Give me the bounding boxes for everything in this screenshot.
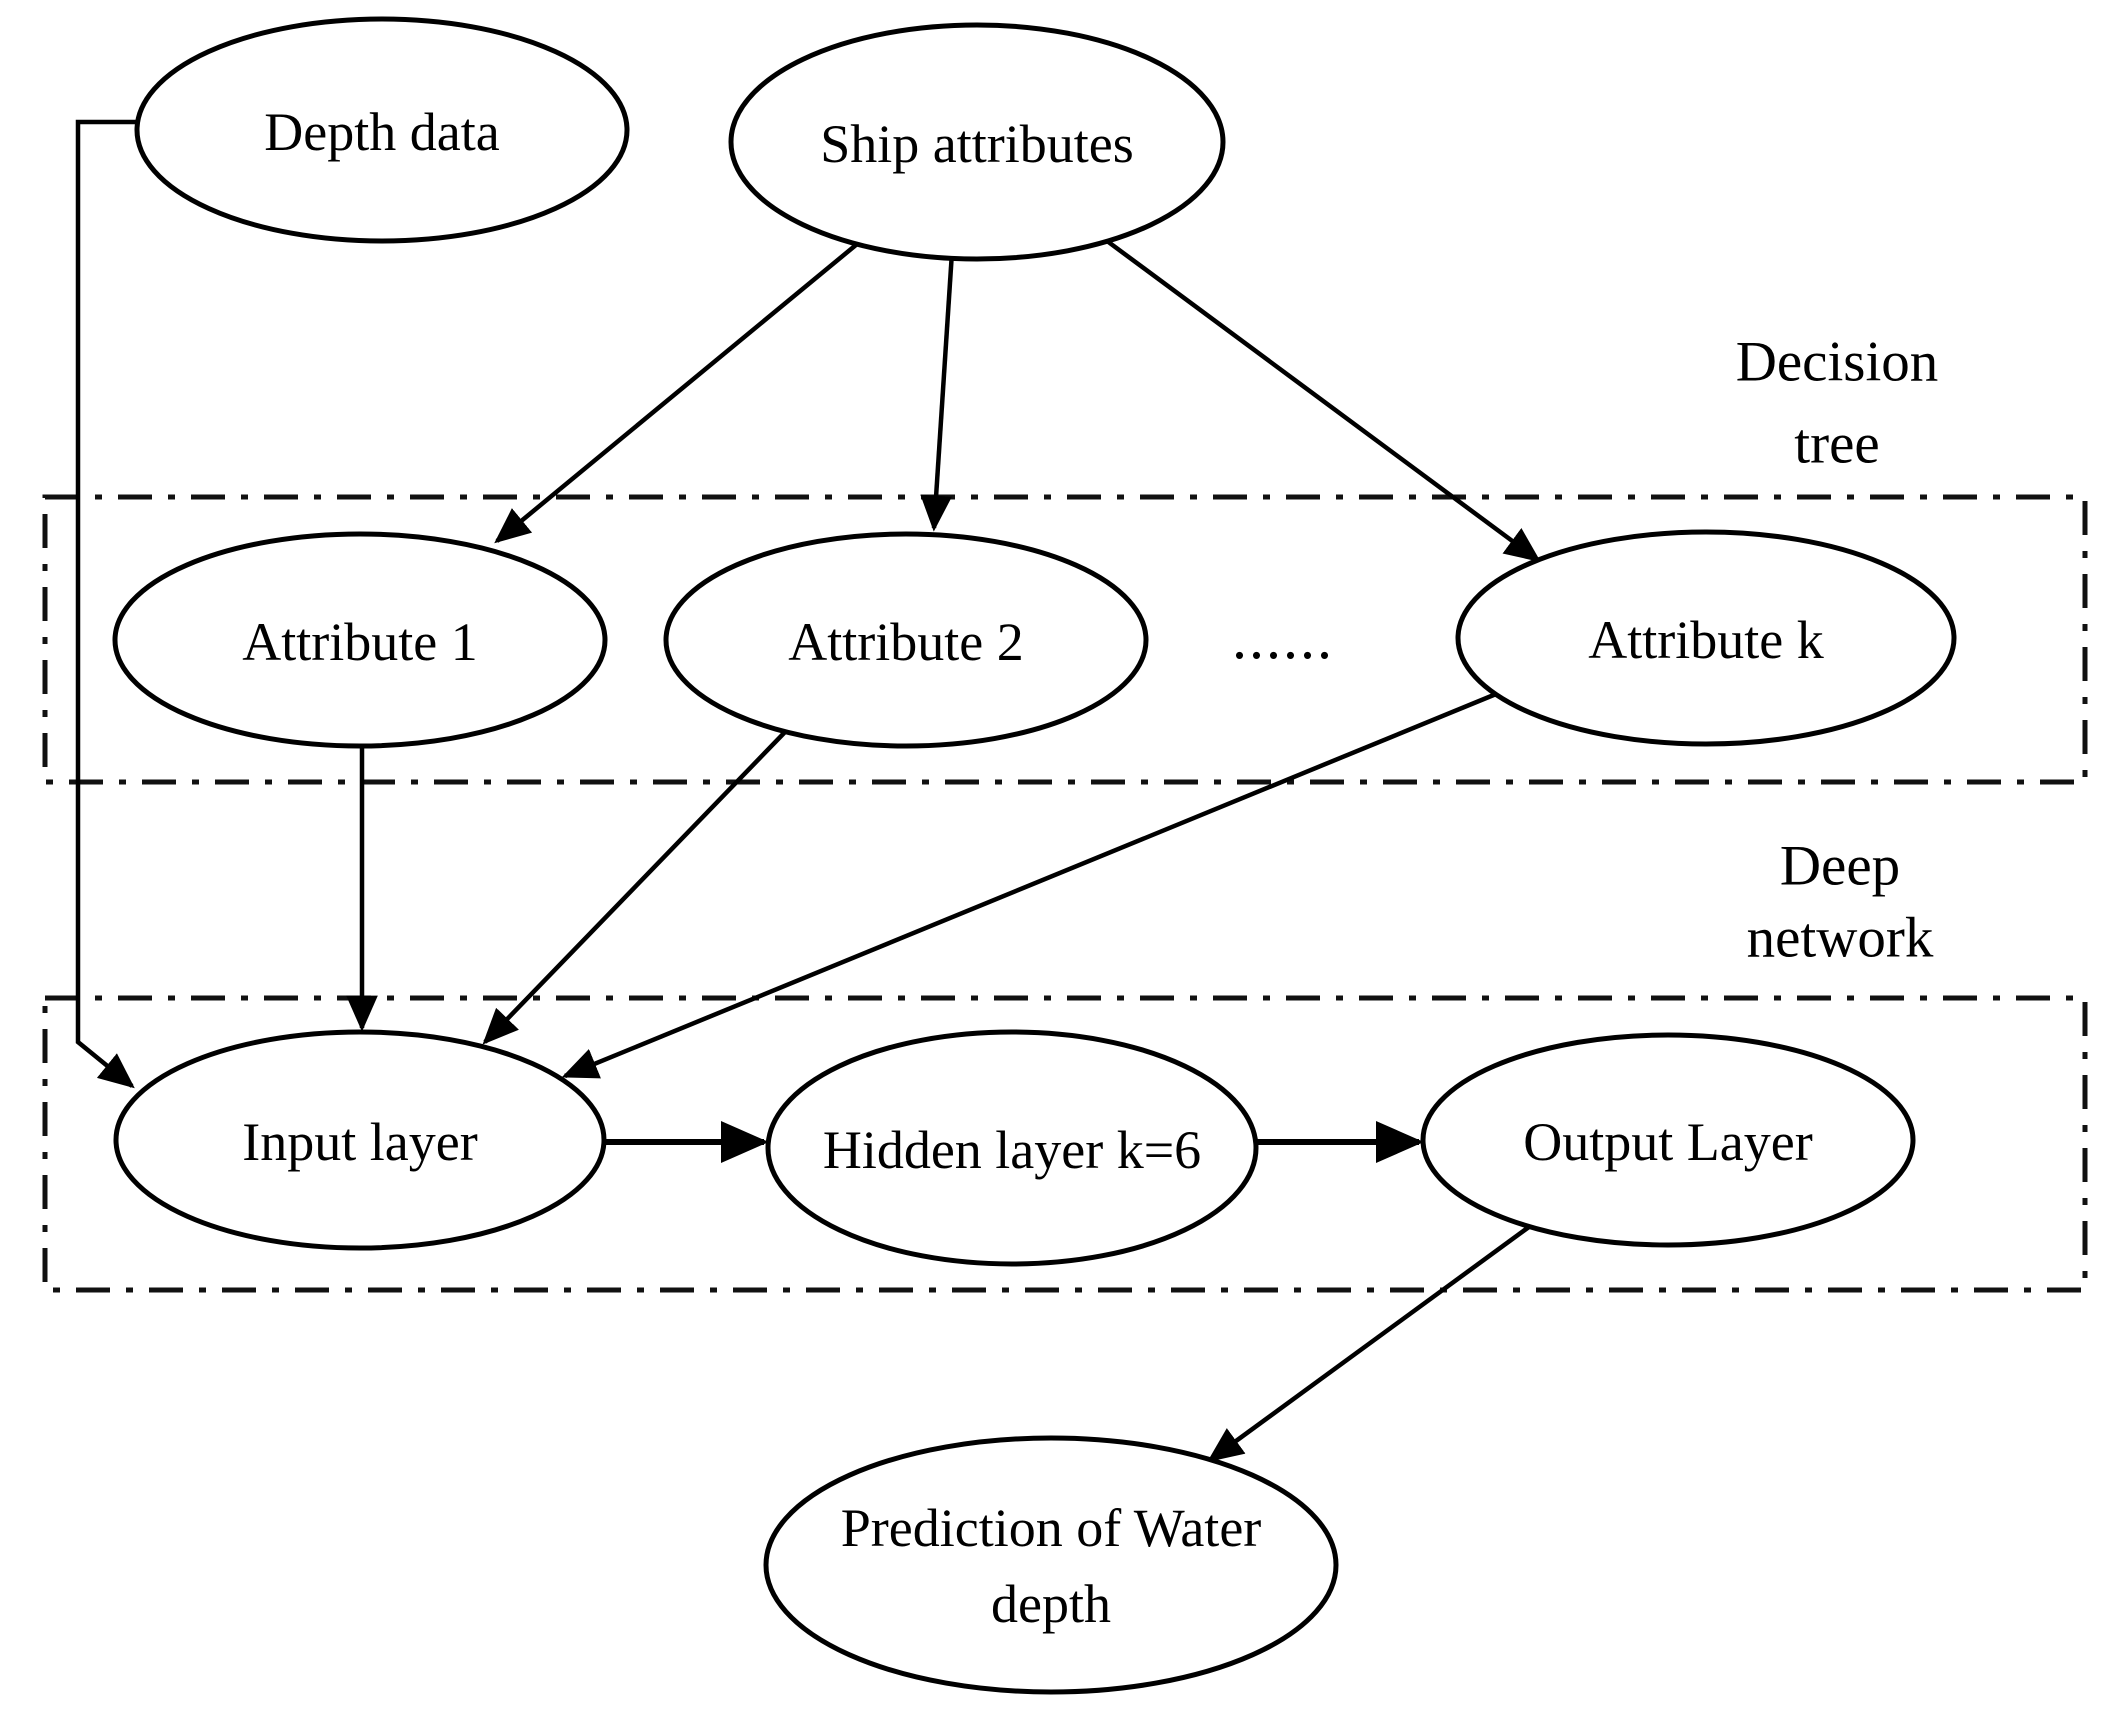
input-layer-label: Input layer <box>242 1112 477 1172</box>
deep-network-label-line-2: network <box>1747 907 1934 970</box>
depth-data-ellipse <box>134 16 630 244</box>
prediction-ellipse <box>763 1435 1339 1695</box>
attribute-2-ellipse <box>663 531 1149 749</box>
prediction-label-line-1: Prediction of Water <box>841 1498 1262 1558</box>
attribute-1-ellipse <box>112 531 608 749</box>
decision-tree-label-line-2: tree <box>1794 413 1879 476</box>
node-ship-attributes: Ship attributes <box>728 22 1226 262</box>
edge-ship-attributes-to-attribute-1 <box>494 238 864 544</box>
output-layer-label: Output Layer <box>1523 1112 1812 1172</box>
input-layer-ellipse <box>113 1029 607 1251</box>
node-attribute-1: Attribute 1 <box>112 531 608 749</box>
edge-output-layer-to-prediction <box>1207 1222 1535 1463</box>
edge-attribute-k-to-input-layer <box>561 689 1502 1079</box>
deep-network-label-line-1: Deep <box>1780 835 1900 898</box>
edge-attribute-2-to-input-layer <box>482 729 788 1045</box>
ship-attributes-ellipse <box>728 22 1226 262</box>
node-depth-data: Depth data <box>134 16 630 244</box>
ship-attributes-label: Ship attributes <box>820 114 1133 174</box>
edge-ship-attributes-to-attribute-2 <box>920 251 955 532</box>
edge-depth-data-to-input-layer <box>75 119 136 1089</box>
depth-data-label: Depth data <box>264 102 499 162</box>
attribute-k-label: Attribute k <box>1588 610 1823 670</box>
prediction-label-line-2: depth <box>991 1574 1111 1634</box>
edge-ship-attributes-to-attribute-k <box>1101 236 1541 563</box>
node-hidden-layer: Hidden layer k=6 <box>765 1029 1259 1267</box>
deep-network-region-label: Deep network <box>1747 835 1934 970</box>
node-attribute-k: Attribute k <box>1455 529 1957 747</box>
node-input-layer: Input layer <box>113 1029 607 1251</box>
output-layer-ellipse <box>1420 1032 1916 1248</box>
decision-tree-region-label: Decision tree <box>1736 331 1939 476</box>
node-output-layer: Output Layer <box>1420 1032 1916 1248</box>
hidden-layer-ellipse <box>765 1029 1259 1267</box>
attribute-2-label: Attribute 2 <box>788 612 1023 672</box>
node-prediction: Prediction of Water depth <box>763 1435 1339 1695</box>
node-attribute-2: Attribute 2 <box>663 531 1149 749</box>
attribute-k-ellipse <box>1455 529 1957 747</box>
hidden-layer-label: Hidden layer k=6 <box>823 1120 1201 1180</box>
decision-tree-region-box <box>42 494 2088 785</box>
attribute-1-label: Attribute 1 <box>242 612 477 672</box>
attributes-ellipsis: ...... <box>1232 605 1334 671</box>
decision-tree-label-line-1: Decision <box>1736 331 1939 394</box>
